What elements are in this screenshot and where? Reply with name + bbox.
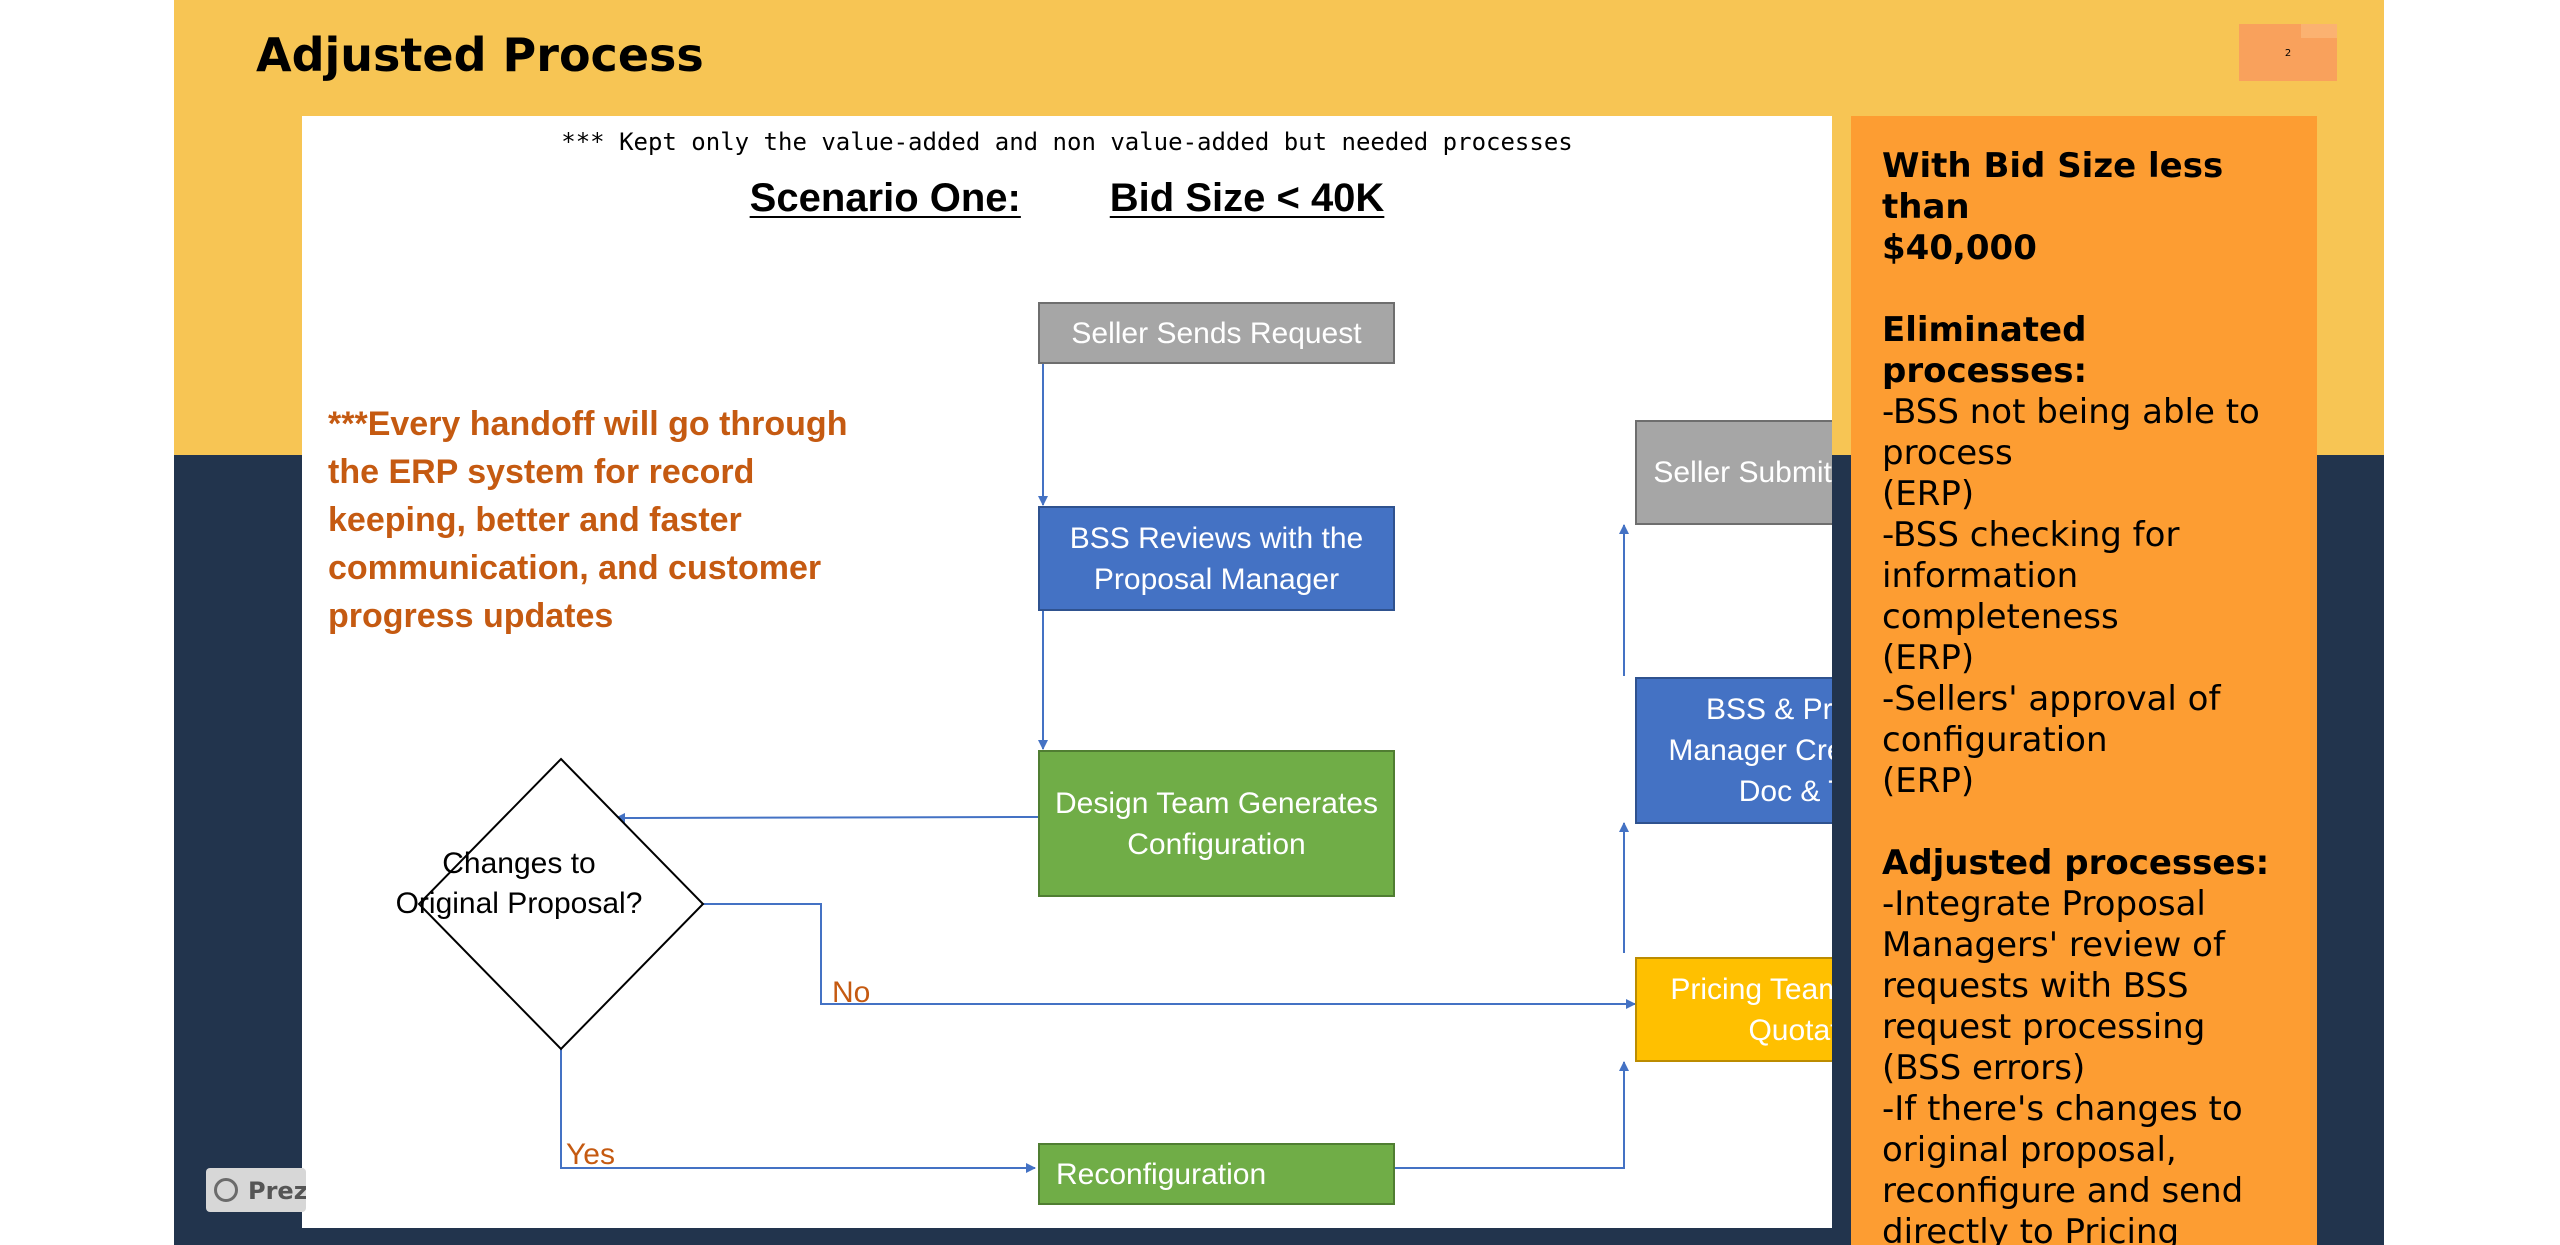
edge-decision-yes-to-reconfig (560, 1049, 1036, 1173)
page-number-badge: 2 (2239, 24, 2337, 81)
edge-label-yes: Yes (566, 1138, 615, 1171)
eliminated-line: completeness (1882, 597, 2119, 637)
adjusted-line: original proposal, (1882, 1130, 2177, 1170)
edge-label-no: No (832, 976, 871, 1009)
eliminated-line: information (1882, 556, 2079, 596)
edge-reconfig-to-pricing (1393, 1061, 1629, 1169)
process-diagram: *** Kept only the value-added and non va… (302, 116, 1832, 1228)
slide: Adjusted Process 2 *** Kept only the val… (174, 0, 2384, 1245)
eliminated-line: -Sellers' approval of (1882, 679, 2221, 719)
prezi-label: Prezi (248, 1177, 306, 1205)
side-panel: With Bid Size less than $40,000 Eliminat… (1851, 116, 2317, 1245)
adjusted-heading: Adjusted processes: (1882, 843, 2270, 883)
slide-title: Adjusted Process (256, 28, 704, 82)
adjusted-line: requests with BSS (1882, 966, 2189, 1006)
side-heading-line1: With Bid Size less than (1882, 146, 2224, 227)
eliminated-line: process (1882, 433, 2013, 473)
decision-diamond (417, 757, 705, 1051)
eliminated-line: -BSS checking for (1882, 515, 2180, 555)
flow-connectors (417, 364, 1636, 1173)
node-final-doc: BSS & Proposal Manager Create Final Doc … (1635, 677, 1832, 824)
node-design-team: Design Team Generates Configuration (1038, 750, 1395, 897)
node-seller-sends-request: Seller Sends Request (1038, 302, 1395, 364)
node-seller-submits: Seller Submits Proposal (1635, 420, 1832, 525)
adjusted-line: directly to Pricing (1882, 1212, 2180, 1245)
prezi-badge[interactable]: Prezi (206, 1168, 306, 1212)
eliminated-line: -BSS not being able to (1882, 392, 2260, 432)
page-number: 2 (2284, 48, 2292, 59)
adjusted-line: reconfigure and send (1882, 1171, 2244, 1211)
decision-label: Changes to Original Proposal? (395, 847, 643, 920)
scenario-heading: Scenario One: Bid Size < 40K (302, 176, 1832, 221)
edge-decision-no-to-pricing (703, 903, 1636, 1009)
handoff-note: ***Every handoff will go through the ERP… (328, 405, 848, 635)
scenario-value: Bid Size < 40K (1109, 176, 1385, 220)
diagram-note: *** Kept only the value-added and non va… (561, 128, 1573, 156)
eliminated-line: (ERP) (1882, 474, 1975, 514)
prezi-logo-icon (214, 1178, 238, 1202)
node-pricing-team: Pricing Team Creates Quotation (1635, 957, 1832, 1062)
edge-design-to-decision (615, 812, 1039, 823)
eliminated-heading: Eliminated processes: (1882, 310, 2088, 391)
adjusted-line: request processing (1882, 1007, 2206, 1047)
adjusted-line: (BSS errors) (1882, 1048, 2086, 1088)
eliminated-line: configuration (1882, 720, 2108, 760)
scenario-label: Scenario One: (749, 176, 1021, 220)
node-reconfiguration: Reconfiguration (1038, 1143, 1395, 1205)
adjusted-line: Managers' review of (1882, 925, 2225, 965)
eliminated-line: (ERP) (1882, 761, 1975, 801)
adjusted-line: -If there's changes to (1882, 1089, 2243, 1129)
page-badge-fold (2301, 24, 2337, 38)
side-heading-line2: $40,000 (1882, 228, 2037, 268)
adjusted-line: -Integrate Proposal (1882, 884, 2206, 924)
node-bss-reviews: BSS Reviews with the Proposal Manager (1038, 506, 1395, 611)
eliminated-line: (ERP) (1882, 638, 1975, 678)
